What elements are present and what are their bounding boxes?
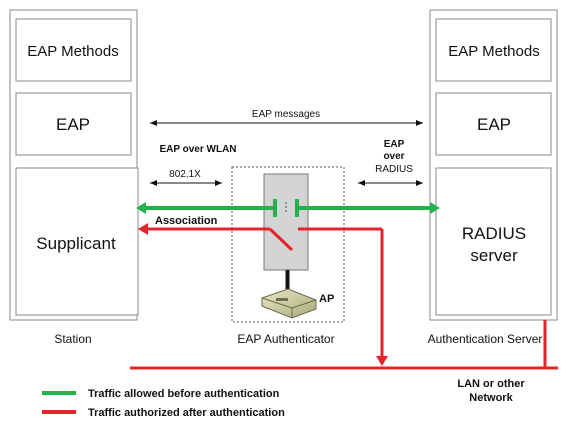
dot1x-label: 802.1X (169, 169, 201, 180)
red-arrowhead-left (138, 223, 148, 235)
association-label: Association (155, 215, 218, 227)
eap-over-wlan-label: EAP over WLAN (159, 144, 236, 155)
eap-over-radius-label-2: over (383, 151, 404, 162)
server-eap-methods-label: EAP Methods (448, 43, 539, 60)
radius-label: RADIUS (462, 224, 526, 243)
green-arrowhead-left (136, 202, 146, 214)
green-arrowhead-right (430, 202, 440, 214)
authenticator-port-panel (263, 173, 309, 271)
eap-messages-label: EAP messages (252, 109, 320, 120)
red-arrowhead-down (376, 356, 388, 366)
legend: Traffic allowed before authentication Tr… (42, 388, 285, 419)
authenticator-caption: EAP Authenticator (237, 332, 334, 346)
network-label-2: Network (469, 392, 513, 404)
server-caption: Authentication Server (428, 332, 543, 346)
server-eap-label: EAP (477, 115, 511, 134)
station-eap-label: EAP (56, 115, 90, 134)
legend-red-label: Traffic authorized after authentication (88, 407, 285, 419)
ap-device-icon (261, 270, 317, 319)
eap-over-radius-label-3: RADIUS (375, 164, 413, 175)
network-label-1: LAN or other (457, 378, 525, 390)
supplicant-label: Supplicant (36, 234, 116, 253)
radius-arrowhead-left (358, 180, 365, 186)
red-open-switch (268, 227, 294, 252)
eap-messages-arrowhead-left (150, 120, 157, 126)
station-supplicant-box (15, 167, 139, 316)
station-eap-methods-box (15, 18, 132, 82)
server-eap-box (435, 92, 552, 156)
radius-server-label: server (470, 246, 518, 265)
station-eap-box (15, 92, 132, 156)
legend-green-label: Traffic allowed before authentication (88, 388, 280, 400)
station-eap-methods-label: EAP Methods (27, 43, 118, 60)
eap-over-radius-label-1: EAP (384, 139, 405, 150)
radius-server-box (435, 167, 552, 316)
station-stack: EAP Methods EAP Supplicant Station (9, 9, 139, 346)
station-caption: Station (54, 332, 91, 346)
server-stack: EAP Methods EAP RADIUS server Authentica… (428, 9, 558, 346)
dot1x-arrowhead-left (150, 180, 157, 186)
server-eap-methods-box (435, 18, 552, 82)
authenticator-dashed-box (231, 166, 345, 323)
ap-label: AP (319, 293, 334, 305)
